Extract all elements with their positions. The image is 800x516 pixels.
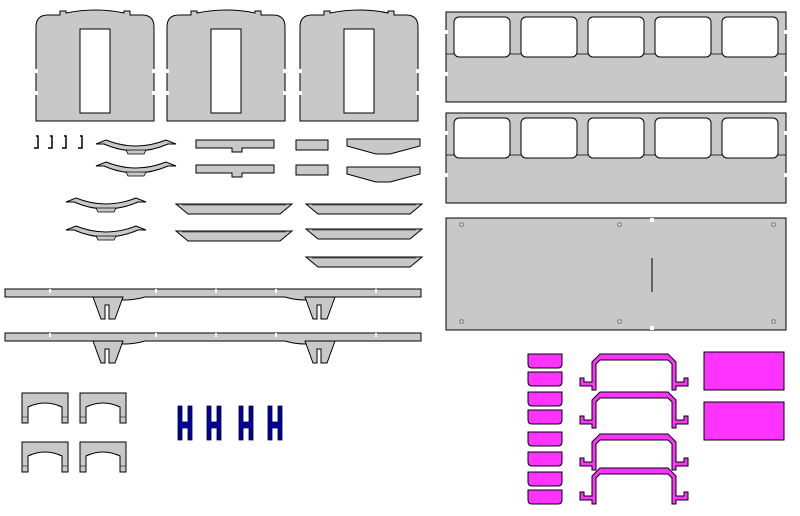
side-panel-group: [444, 11, 788, 204]
axle-guard: [79, 392, 127, 424]
tapered-strap: [305, 203, 423, 215]
floor-panel: [445, 217, 787, 331]
long-frame: [4, 288, 422, 320]
end-panel-group: [34, 9, 420, 122]
side-panel: [444, 112, 788, 204]
leaf-spring: [95, 139, 177, 155]
hook-part: [78, 135, 83, 149]
h-bracket-icon: [177, 405, 193, 441]
h-bracket-icon: [238, 405, 254, 441]
magenta-step: [527, 471, 563, 487]
magenta-step: [527, 371, 563, 387]
magenta-plate: [703, 351, 785, 391]
leaf-spring: [65, 225, 147, 241]
tapered-strap: [175, 230, 293, 242]
h-bracket-group: [177, 405, 283, 441]
magenta-bar: [579, 467, 689, 505]
side-panel: [444, 11, 788, 103]
axle-guard-group: [21, 392, 127, 473]
h-bracket-icon: [206, 405, 222, 441]
magenta-bar: [579, 433, 689, 471]
leaf-spring: [65, 197, 147, 213]
magenta-step: [527, 489, 563, 505]
hanger-bar: [195, 164, 275, 178]
hanger-bar: [195, 139, 275, 153]
hanger-bar-group: [195, 138, 421, 183]
magenta-step: [527, 409, 563, 425]
magenta-plate-group: [703, 351, 785, 441]
tapered-strap-group: [175, 203, 423, 268]
magenta-step: [527, 391, 563, 407]
long-frame-group: [4, 288, 422, 364]
bracket-plate: [346, 166, 421, 183]
tapered-strap: [305, 256, 423, 268]
long-frame: [4, 332, 422, 364]
small-block: [295, 139, 329, 151]
hook-part: [62, 135, 67, 149]
magenta-plate: [703, 401, 785, 441]
hook-part: [34, 135, 39, 149]
magenta-bar-group: [579, 353, 689, 505]
end-panel: [165, 9, 287, 122]
magenta-bar: [579, 391, 689, 429]
magenta-step: [527, 353, 563, 369]
axle-guard: [21, 441, 69, 473]
axle-guard: [21, 392, 69, 424]
tapered-strap: [305, 228, 423, 240]
end-panel: [298, 9, 420, 122]
magenta-step: [527, 431, 563, 447]
tapered-strap: [175, 203, 293, 215]
h-bracket-icon: [267, 405, 283, 441]
end-panel: [34, 9, 156, 122]
hook-part: [48, 135, 53, 149]
bracket-plate: [346, 138, 421, 155]
leaf-spring: [95, 161, 177, 177]
small-hooks: [34, 135, 83, 149]
magenta-step: [527, 451, 563, 467]
leaf-spring-group: [65, 139, 177, 241]
magenta-bar: [579, 353, 689, 391]
small-block: [295, 164, 329, 176]
magenta-step-group: [527, 353, 563, 505]
axle-guard: [79, 441, 127, 473]
